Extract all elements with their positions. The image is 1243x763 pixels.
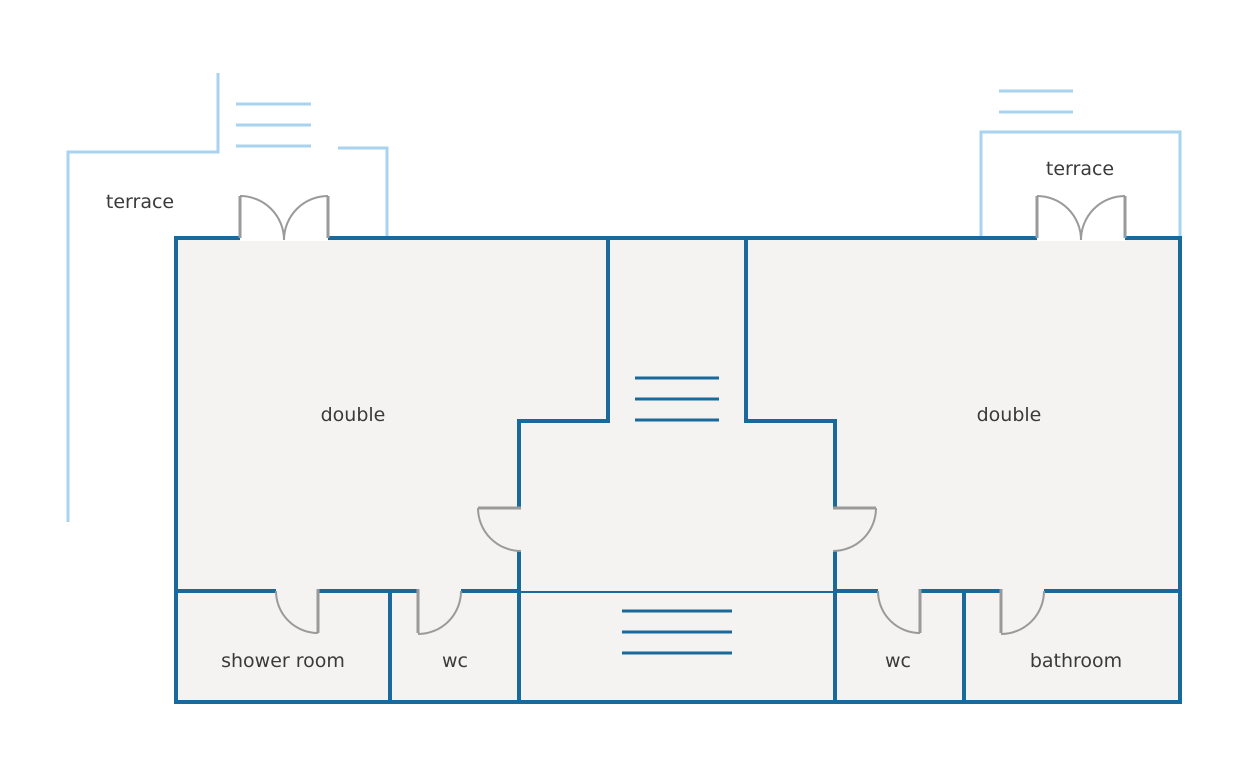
- label-shower-room: shower room: [221, 650, 345, 672]
- core-wall-right: [744, 236, 837, 704]
- door-wc-right: [877, 588, 922, 634]
- label-terrace-left: terrace: [106, 191, 174, 213]
- outer-wall: [174, 236, 1182, 704]
- door-bathroom: [999, 588, 1045, 635]
- door-wc-left: [416, 588, 462, 635]
- label-terrace-right: terrace: [1046, 158, 1114, 180]
- terrace-door-left: [238, 195, 330, 241]
- terrace-door-right: [1035, 195, 1127, 241]
- label-double-left: double: [321, 404, 386, 426]
- door-double-right: [832, 506, 877, 552]
- stairs-upper: [635, 376, 719, 422]
- floor-area: [176, 238, 1180, 702]
- label-wc-right: wc: [885, 650, 911, 672]
- floor-fill: [176, 238, 1180, 702]
- terrace-left-outline: [66, 73, 389, 522]
- door-shower-room: [275, 588, 320, 634]
- label-bathroom: bathroom: [1030, 650, 1122, 672]
- label-wc-left: wc: [442, 650, 468, 672]
- label-double-right: double: [977, 404, 1042, 426]
- stairs-lower: [622, 609, 732, 655]
- door-double-left: [477, 506, 522, 552]
- terrace-right-outline: [979, 89, 1182, 238]
- core-wall-left: [517, 236, 610, 704]
